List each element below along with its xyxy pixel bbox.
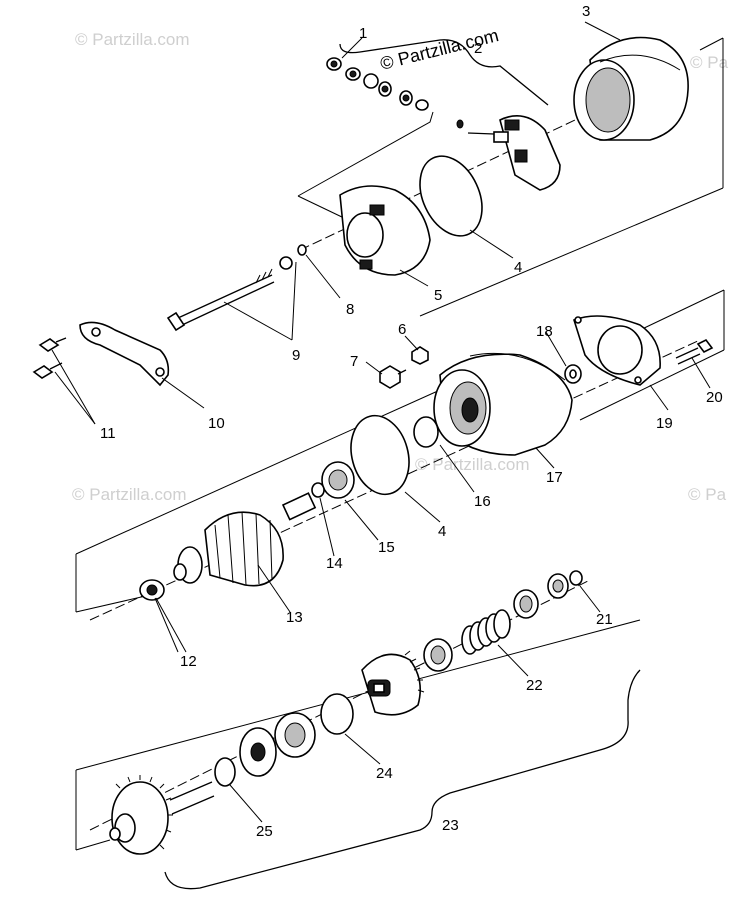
o-ring-middle bbox=[350, 414, 410, 496]
small-o-ring bbox=[413, 416, 439, 448]
group-brace-23 bbox=[164, 669, 641, 890]
watermark-left: © Partzilla.com bbox=[72, 485, 187, 504]
callout-17: 17 bbox=[546, 469, 563, 486]
small-bolt bbox=[379, 365, 407, 389]
callout-15: 15 bbox=[378, 539, 395, 556]
callout-25: 25 bbox=[256, 823, 273, 840]
callout-13: 13 bbox=[286, 609, 303, 626]
bolt-washer bbox=[279, 256, 293, 270]
callout-19: 19 bbox=[656, 415, 673, 432]
callout-2: 2 bbox=[474, 40, 482, 57]
callout-labels: 1 2 3 4 5 6 7 8 9 10 11 12 13 14 15 16 1… bbox=[100, 3, 723, 840]
callout-18: 18 bbox=[536, 323, 553, 340]
callout-4-top: 4 bbox=[514, 259, 522, 276]
armature bbox=[173, 492, 317, 587]
gasket-bolt bbox=[675, 338, 714, 365]
callout-10: 10 bbox=[208, 415, 225, 432]
callout-3: 3 bbox=[582, 3, 590, 20]
callout-5: 5 bbox=[434, 287, 442, 304]
yoke-housing bbox=[573, 36, 689, 141]
callout-20: 20 bbox=[706, 389, 723, 406]
mounting-bracket bbox=[79, 321, 170, 387]
bracket-bolts bbox=[32, 337, 67, 379]
gasket-plate bbox=[573, 315, 661, 386]
washer-stack bbox=[326, 57, 429, 111]
callout-14: 14 bbox=[326, 555, 343, 572]
callout-6: 6 bbox=[398, 321, 406, 338]
retaining-ring bbox=[311, 482, 325, 498]
small-washer bbox=[297, 244, 307, 256]
callout-22: 22 bbox=[526, 677, 543, 694]
callout-9: 9 bbox=[292, 347, 300, 364]
callout-16: 16 bbox=[474, 493, 491, 510]
watermark-right-edge: © Pa bbox=[688, 485, 727, 504]
clutch-gear bbox=[361, 650, 425, 716]
o-ring-top bbox=[419, 155, 483, 237]
watermark-top-left: © Partzilla.com bbox=[75, 30, 190, 49]
brush-spring bbox=[139, 579, 165, 601]
clip-ring bbox=[320, 693, 354, 735]
callout-12: 12 bbox=[180, 653, 197, 670]
top-frame-lines bbox=[297, 37, 724, 317]
callout-8: 8 bbox=[346, 301, 354, 318]
watermark-middle: © Partzilla.com bbox=[415, 455, 530, 474]
callout-24: 24 bbox=[376, 765, 393, 782]
drive-spring bbox=[461, 609, 511, 655]
watermark-top-right: © Pa bbox=[690, 53, 729, 72]
bottom-frame-lines bbox=[75, 619, 641, 851]
callout-7: 7 bbox=[350, 353, 358, 370]
callout-1: 1 bbox=[359, 25, 367, 42]
end-ring bbox=[569, 570, 583, 586]
stop-collar bbox=[239, 712, 316, 777]
brush-holder bbox=[456, 114, 561, 191]
callout-23: 23 bbox=[442, 817, 459, 834]
callout-21: 21 bbox=[596, 611, 613, 628]
front-housing bbox=[433, 352, 573, 456]
callout-11: 11 bbox=[100, 425, 116, 442]
pinion-gear bbox=[109, 775, 215, 855]
rear-cover bbox=[339, 185, 431, 276]
nut bbox=[411, 346, 429, 365]
callout-4-middle: 4 bbox=[438, 523, 446, 540]
snap-ring bbox=[214, 757, 236, 787]
group-brace-2 bbox=[339, 39, 549, 106]
leader-lines bbox=[51, 21, 711, 823]
